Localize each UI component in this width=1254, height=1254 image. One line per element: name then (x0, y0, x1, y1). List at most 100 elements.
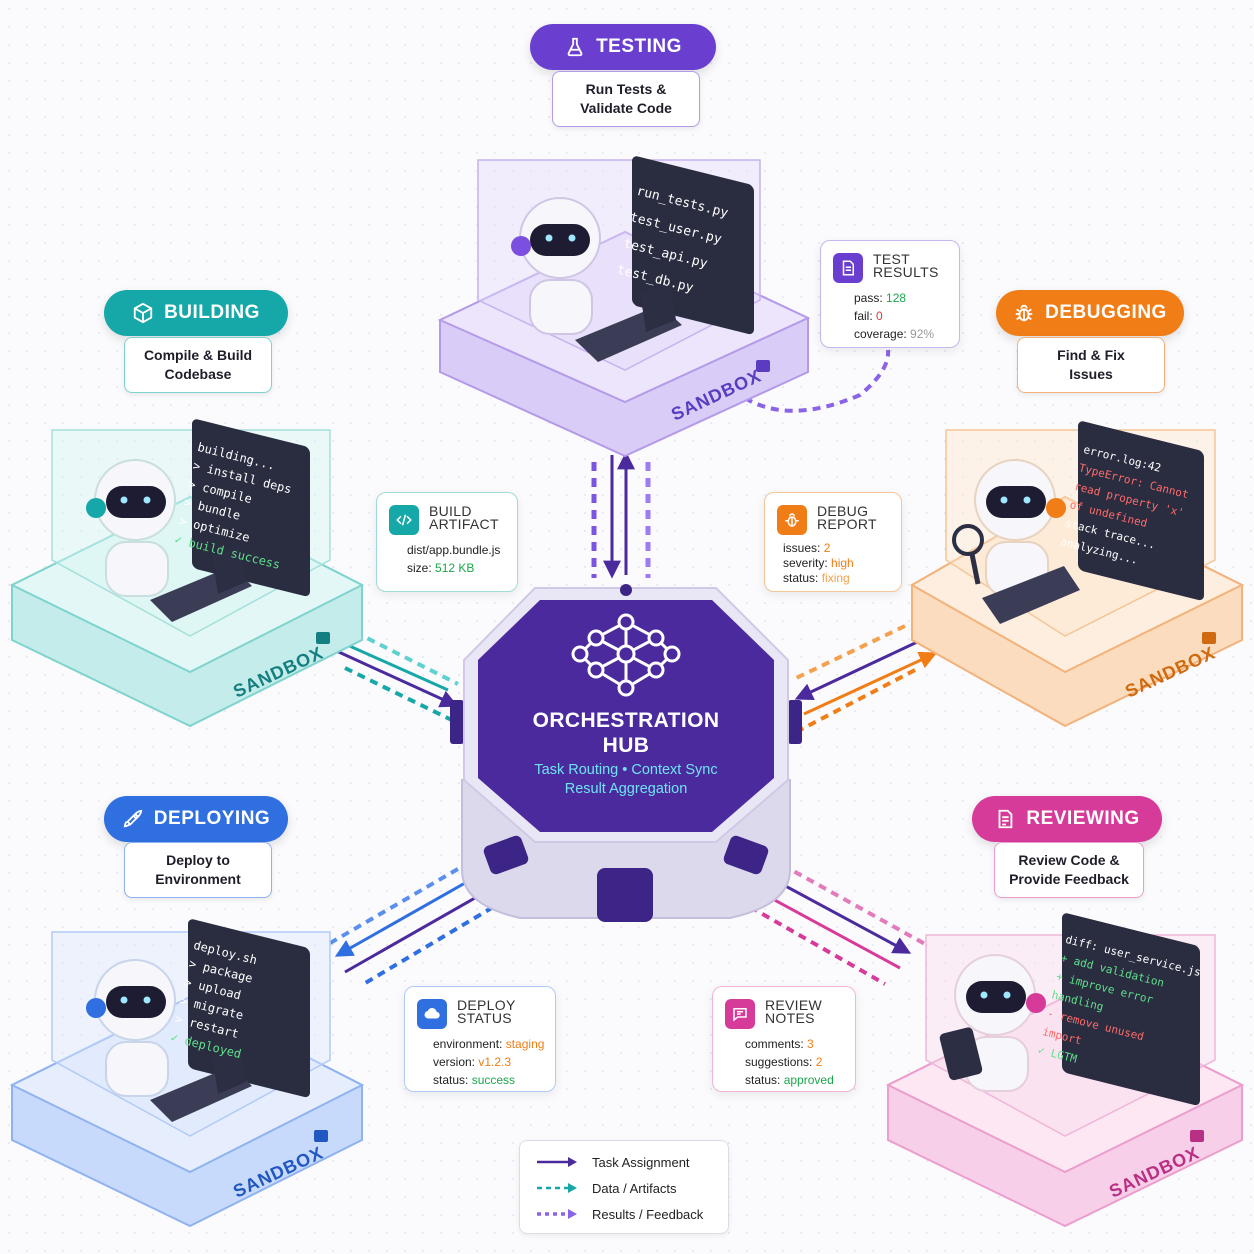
terminal-building (192, 419, 310, 597)
card-key: severity: (783, 556, 828, 570)
hub-title-line: HUB (602, 734, 650, 757)
station-pill-deploying: DEPLOYING (104, 796, 288, 842)
connector-testing (591, 349, 891, 579)
document-icon (998, 809, 1013, 829)
station-label: DEBUGGING (1045, 302, 1167, 323)
station-pill-testing: TESTING (530, 24, 716, 70)
card-title: REPORT (817, 516, 877, 532)
card-value: 2 (815, 1055, 823, 1069)
lock-icon (1190, 1130, 1204, 1142)
card-title: BUILD (429, 503, 472, 519)
card-key: coverage: (854, 327, 907, 341)
card-title: ARTIFACT (429, 516, 499, 532)
subtitle-line: Find & Fix (1057, 347, 1125, 363)
robot-building (86, 459, 252, 622)
network-graph-icon (571, 613, 681, 697)
terminal-deploying (188, 919, 310, 1098)
card-key: issues: (783, 541, 821, 555)
orchestration-hub (450, 584, 802, 922)
card-key: status: (783, 571, 819, 585)
card-key: status: (745, 1073, 781, 1087)
lock-icon (756, 360, 770, 372)
robot-deploying (86, 959, 252, 1122)
legend-label: Task Assignment (592, 1154, 690, 1170)
station-subtitle-reviewing: Review Code &Provide Feedback (994, 842, 1144, 898)
station-pill-reviewing: REVIEWING (972, 796, 1162, 842)
card-key: environment: (433, 1037, 503, 1051)
hub-title-line: ORCHESTRATION (532, 709, 720, 732)
card-value: v1.2.3 (478, 1055, 512, 1069)
hub-subtitle-line: Result Aggregation (564, 781, 688, 797)
chat-icon (733, 1008, 747, 1022)
card-key: dist/app.bundle.js (407, 543, 501, 557)
solid-arrow-icon (537, 1157, 577, 1167)
card-value: 512 KB (435, 561, 475, 575)
station-label: DEPLOYING (153, 808, 271, 829)
subtitle-line: Provide Feedback (1009, 871, 1129, 887)
subtitle-line: Deploy to (166, 852, 230, 868)
card-value: 128 (886, 291, 907, 305)
subtitle-line: Codebase (164, 366, 232, 382)
card-value: staging (505, 1037, 545, 1051)
robot-debugging (952, 459, 1080, 624)
legend: Task Assignment Data / Artifacts Results… (519, 1140, 729, 1234)
hub-subtitle-line: Task Routing • Context Sync (534, 762, 718, 778)
station-pill-building: BUILDING (104, 290, 288, 336)
package-icon (133, 302, 153, 324)
station-label: TESTING (596, 36, 682, 57)
card-title: RESULTS (873, 264, 939, 280)
station-label: BUILDING (164, 302, 260, 323)
bug-icon (1015, 304, 1033, 322)
card-key: status: (433, 1073, 469, 1087)
station-subtitle-testing: Run Tests & Validate Code (552, 71, 700, 127)
legend-item-results: Results / Feedback (520, 1201, 728, 1227)
card-value: 0 (876, 309, 883, 323)
legend-label: Results / Feedback (592, 1206, 704, 1222)
hub-title: ORCHESTRATION HUB (500, 708, 752, 758)
legend-item-task: Task Assignment (520, 1149, 728, 1175)
dotted-arrow-icon (537, 1209, 577, 1219)
card-title: DEPLOY (457, 997, 516, 1013)
card-value: 92% (910, 327, 935, 341)
lock-icon (314, 1130, 328, 1142)
card-value: 3 (807, 1037, 814, 1051)
card-title: NOTES (765, 1010, 815, 1026)
terminal-reviewing (1062, 913, 1200, 1106)
card-title: TEST (873, 251, 910, 267)
subtitle-line: Compile & Build (143, 347, 253, 363)
card-key: version: (433, 1055, 476, 1069)
card-title: REVIEW (765, 997, 823, 1013)
rocket-icon (123, 809, 142, 828)
robot-reviewing (939, 954, 1046, 1092)
card-key: fail: (854, 309, 873, 323)
code-icon (396, 514, 412, 526)
card-title: DEBUG (817, 503, 869, 519)
card-value: 2 (823, 541, 831, 555)
card-key: size: (407, 561, 432, 575)
lock-icon (316, 632, 330, 644)
subtitle-line: Validate Code (580, 100, 672, 116)
lock-icon (1202, 632, 1216, 644)
card-key: suggestions: (745, 1055, 813, 1069)
card-value: fixing (821, 571, 850, 585)
card-value: high (831, 556, 854, 570)
subtitle-line: Run Tests & (585, 81, 667, 97)
dashed-arrow-icon (537, 1183, 577, 1193)
connector-debugging (791, 624, 938, 732)
card-key: pass: (854, 291, 883, 305)
connector-deploying (323, 860, 507, 987)
card-value: success (471, 1073, 516, 1087)
subtitle-line: Issues (1069, 366, 1113, 382)
station-pill-debugging: DEBUGGING (996, 290, 1184, 336)
legend-label: Data / Artifacts (592, 1180, 677, 1196)
terminal-debugging (1078, 421, 1204, 601)
robot-testing (511, 197, 682, 362)
card-title: STATUS (457, 1010, 512, 1026)
